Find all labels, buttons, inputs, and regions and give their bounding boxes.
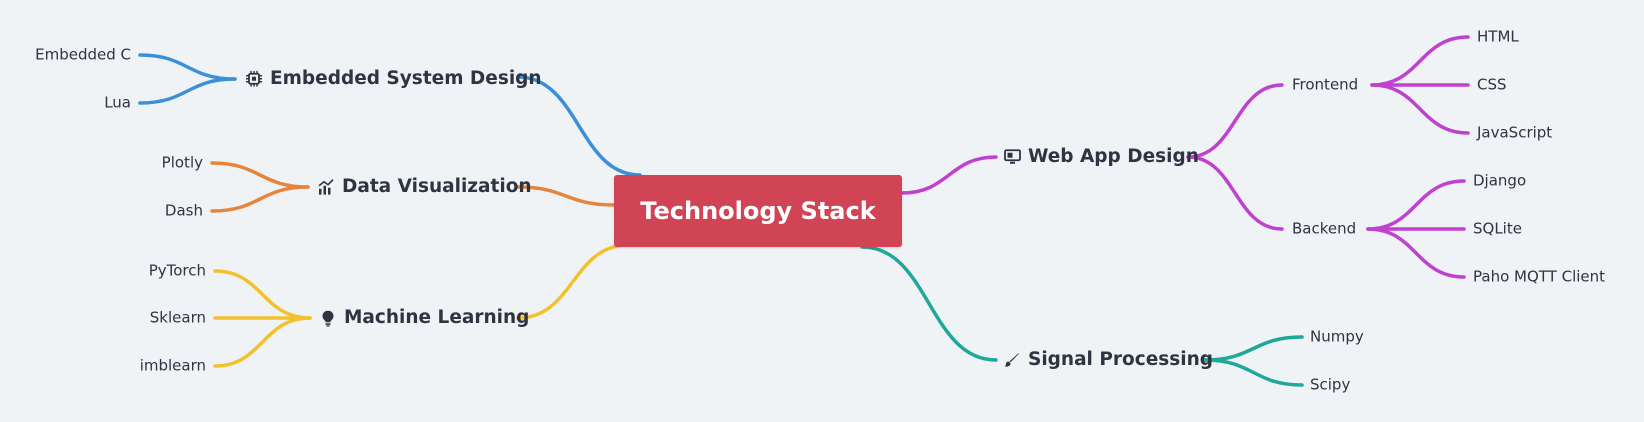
leaf-django[interactable]: Django [1473,171,1527,190]
link-dash [210,185,310,213]
branch-machine-learning[interactable]: Machine Learning [319,306,530,328]
chart-icon [317,178,335,196]
branch-embedded-system-design[interactable]: Embedded System Design [245,67,542,89]
branch-label: Machine Learning [344,306,530,328]
link-imblearn [213,316,312,368]
leaf-imblearn[interactable]: imblearn [139,356,206,375]
branch-signal-processing[interactable]: Signal Processing [1003,348,1214,370]
branch-label: Embedded System Design [270,67,542,89]
branch-data-visualization[interactable]: Data Visualization [317,175,532,197]
node-frontend[interactable]: Frontend [1292,75,1359,94]
leaf-sqlite[interactable]: SQLite [1473,219,1522,238]
link-frontend [1186,83,1284,159]
link-embedded-c [138,53,237,81]
leaf-numpy[interactable]: Numpy [1310,327,1364,346]
root-node[interactable]: Technology Stack [614,175,902,247]
leaf-dash[interactable]: Dash [164,201,203,220]
link-root-webapp [900,155,998,195]
link-root-embedded [516,75,642,177]
link-root-signal [860,245,998,362]
leaf-paho-mqtt-client[interactable]: Paho MQTT Client [1473,267,1606,286]
link-html [1370,35,1470,87]
leaf-plotly[interactable]: Plotly [161,153,203,172]
link-numpy [1203,335,1304,362]
branch-web-app-design[interactable]: Web App Design [1003,145,1199,167]
leaf-embedded-c[interactable]: Embedded C [35,45,131,64]
link-javascript [1370,83,1470,135]
link-backend [1186,155,1284,231]
branch-label: Web App Design [1028,145,1199,167]
leaf-javascript[interactable]: JavaScript [1477,123,1553,142]
leaf-pytorch[interactable]: PyTorch [148,261,206,280]
leaf-lua[interactable]: Lua [104,93,131,112]
link-pytorch [213,269,312,320]
monitor-icon [1003,148,1021,166]
link-paho [1366,227,1466,279]
link-lua [138,77,237,105]
link-plotly [210,161,310,189]
lightbulb-icon [319,309,337,327]
node-backend[interactable]: Backend [1292,219,1357,238]
root-label: Technology Stack [640,197,876,225]
link-scipy [1203,358,1304,387]
leaf-scipy[interactable]: Scipy [1310,375,1351,394]
link-root-dataviz [516,185,616,207]
chip-icon [245,70,263,88]
branch-label: Signal Processing [1028,348,1214,370]
leaf-css[interactable]: CSS [1477,75,1507,94]
pen-icon [1003,351,1021,369]
leaf-html[interactable]: HTML [1477,27,1519,46]
link-root-ml [516,243,630,320]
branch-label: Data Visualization [342,175,532,197]
link-django [1366,179,1466,231]
leaf-sklearn[interactable]: Sklearn [149,308,206,327]
